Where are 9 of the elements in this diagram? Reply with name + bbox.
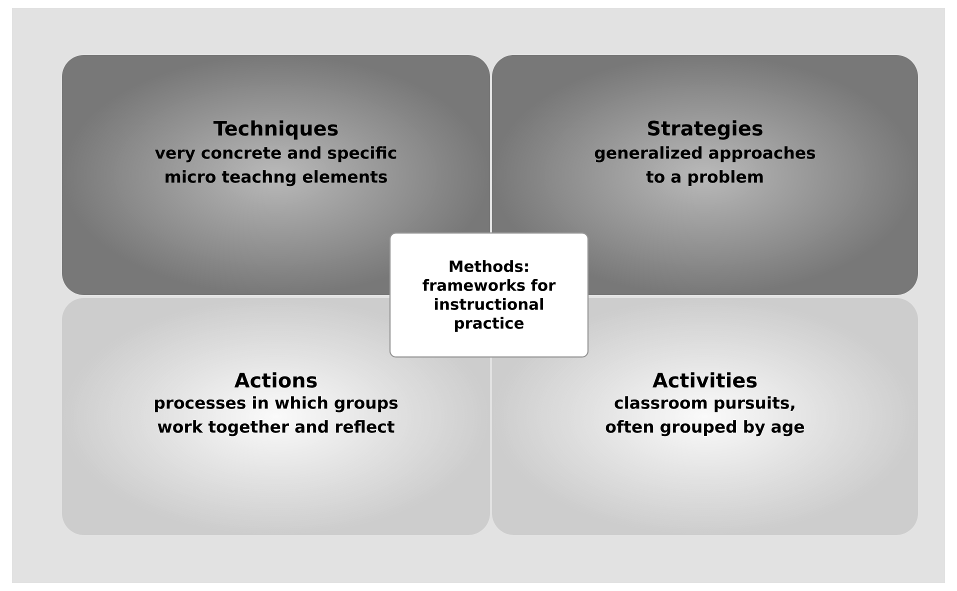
box-text: Methods: frameworks for instructional practice	[422, 260, 556, 332]
heading: Activities	[652, 372, 757, 388]
description: generalized approaches to a problem	[594, 146, 816, 186]
description: very concrete and specific micro teachng elements	[155, 146, 396, 186]
description: processes in which groups work together and reflect	[155, 396, 398, 436]
heading: Strategies	[648, 120, 762, 140]
heading: Actions	[234, 372, 317, 388]
heading: Techniques	[213, 120, 338, 140]
description: classroom pursuits, often grouped by age	[606, 396, 804, 436]
